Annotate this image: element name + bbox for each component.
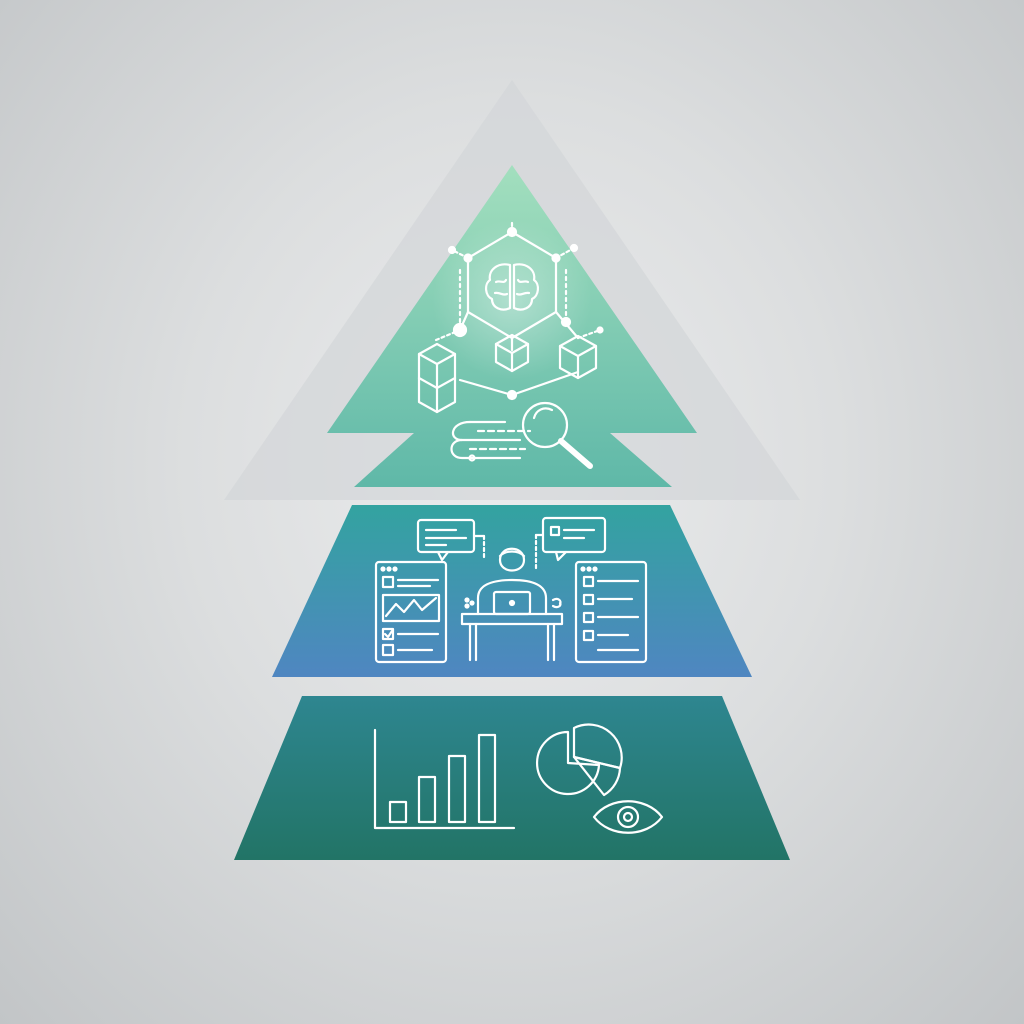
person-at-laptop-icon (476, 547, 548, 616)
tier-bottom-shape (234, 696, 790, 860)
pyramid-tier-bottom (234, 696, 790, 860)
pyramid-tier-top (327, 165, 697, 487)
magnifier-icon (521, 401, 593, 469)
cube-icon (558, 334, 598, 380)
brain-icon (485, 263, 539, 311)
network-hexagon-icon (434, 220, 604, 401)
checklist-panel-icon (574, 560, 648, 664)
speech-bubble-icon (416, 518, 486, 562)
cube-icon (417, 342, 457, 414)
dashboard-panel-icon (374, 560, 448, 664)
data-stream-icon (450, 420, 532, 462)
eye-icon (592, 800, 664, 834)
bar-chart-icon (373, 728, 516, 830)
desk-icon (460, 597, 564, 662)
cube-icon (494, 333, 530, 373)
pie-chart-icon (535, 723, 623, 797)
pyramid-tier-middle (272, 505, 752, 677)
speech-bubble-icon (534, 516, 607, 572)
